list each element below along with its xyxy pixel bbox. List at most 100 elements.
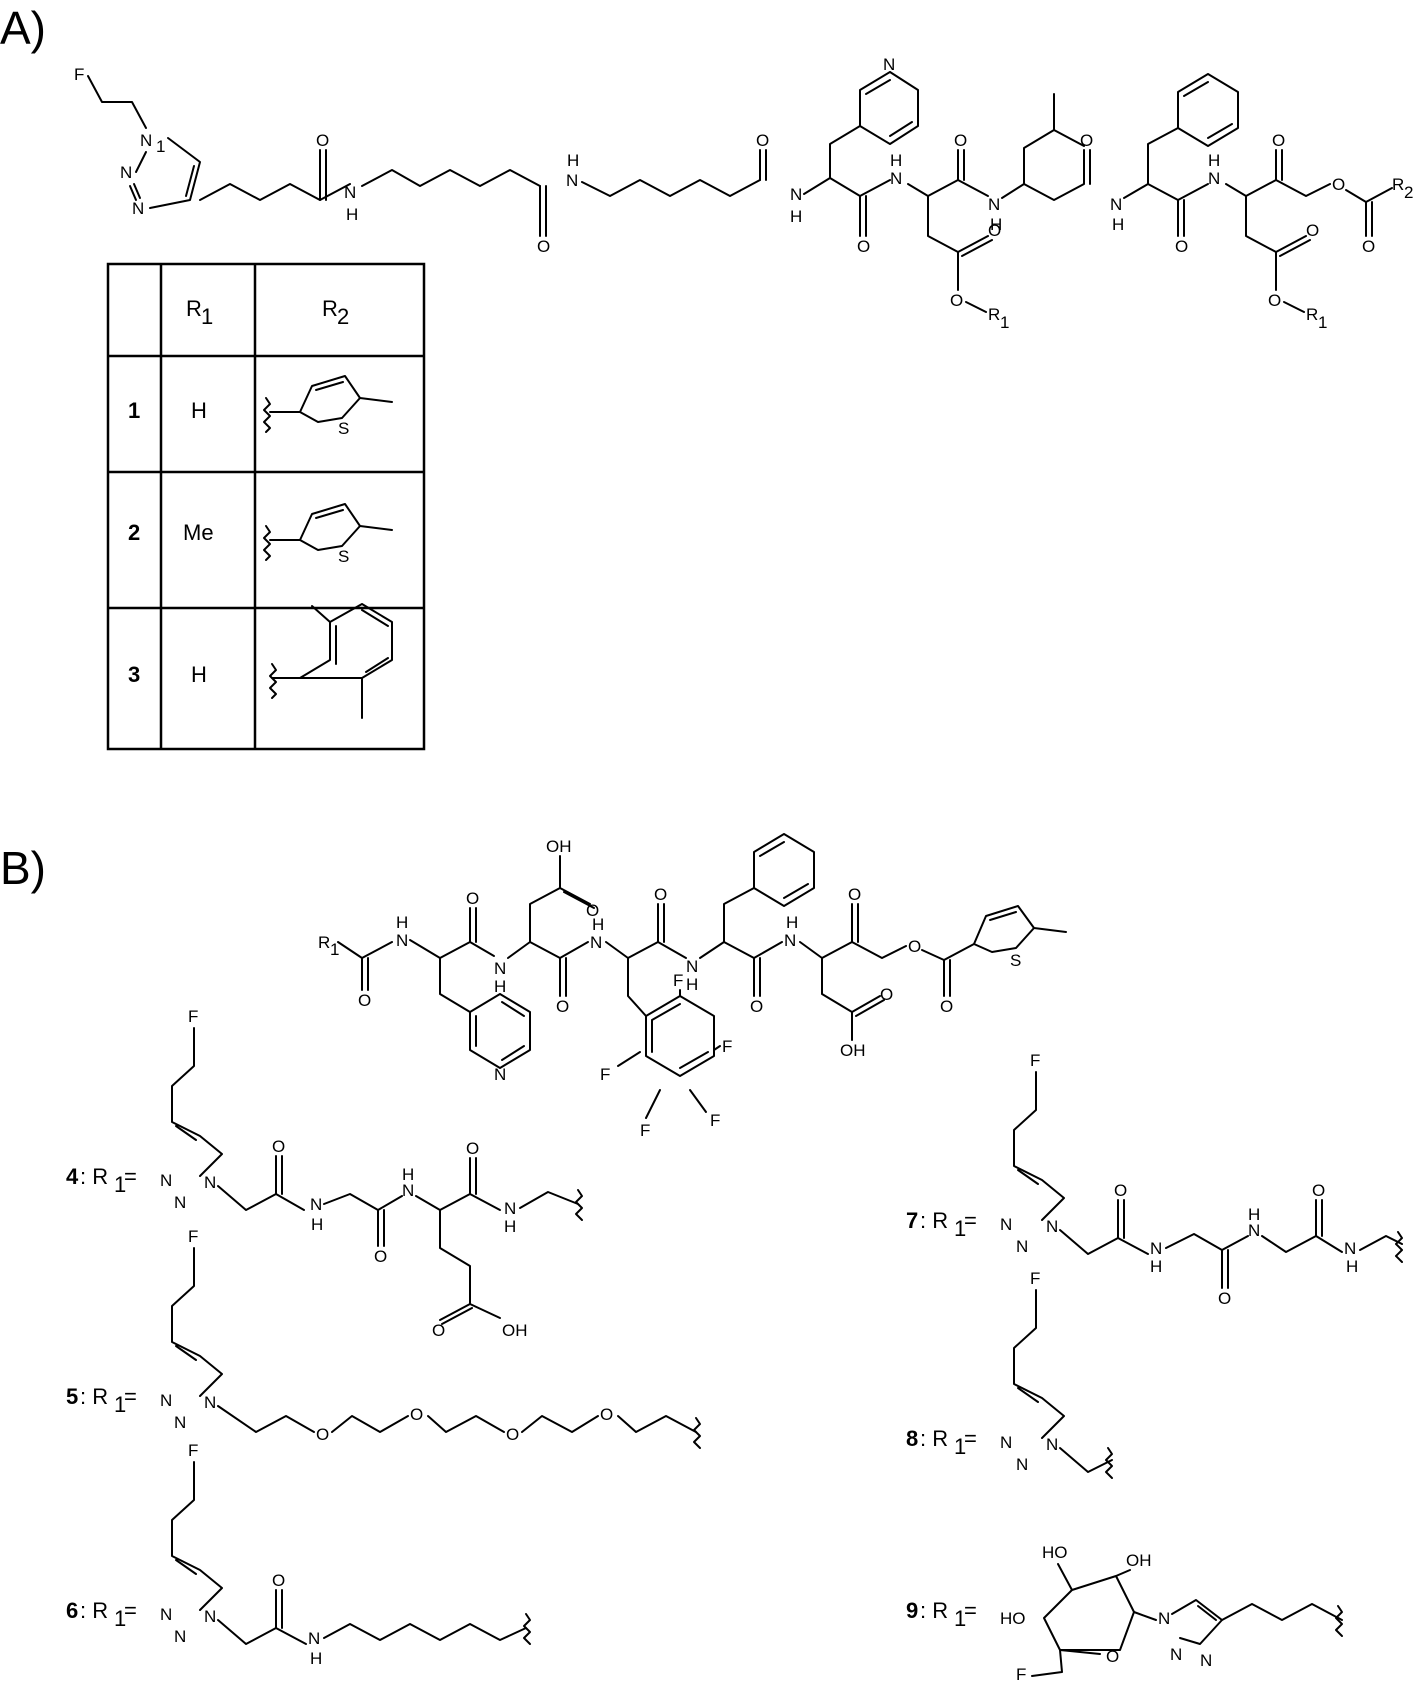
svg-text:OH: OH (1126, 1551, 1152, 1570)
compound-7-substituent: 7 : R 1 = F N N N O N H O N H O N H (906, 1051, 1403, 1308)
svg-text:O: O (466, 1139, 479, 1158)
svg-text:H: H (396, 913, 408, 932)
svg-text:H: H (494, 977, 506, 996)
svg-text:H: H (1112, 215, 1124, 234)
panel-b-label: B) (0, 842, 46, 894)
svg-text:F: F (722, 1037, 732, 1056)
svg-text:O: O (880, 985, 893, 1004)
svg-text:N: N (174, 1627, 186, 1646)
svg-text:S: S (338, 419, 349, 438)
svg-text:N: N (174, 1193, 186, 1212)
svg-text:2: 2 (1404, 183, 1413, 202)
svg-text:O: O (358, 991, 371, 1010)
panel-a-leu-residue: O N H (1001, 93, 1124, 234)
svg-text:F: F (600, 1065, 610, 1084)
compound-7-id: 7 (906, 1208, 918, 1233)
svg-text:N: N (396, 931, 408, 950)
svg-text:O: O (374, 1247, 387, 1266)
svg-text:H: H (311, 1215, 323, 1234)
svg-text:O: O (1306, 221, 1319, 240)
svg-text:N: N (174, 1413, 186, 1432)
atom-o: O (316, 131, 329, 150)
compound-4-id: 4 (66, 1164, 79, 1189)
svg-text:F: F (188, 1227, 198, 1246)
svg-text:O: O (537, 237, 550, 256)
svg-text:N: N (204, 1393, 216, 1412)
panel-a-label: A) (0, 2, 46, 54)
svg-text:1: 1 (114, 1392, 126, 1417)
svg-text:F: F (710, 1111, 720, 1130)
svg-text:H: H (790, 207, 802, 226)
svg-text:1: 1 (954, 1216, 966, 1241)
header-r2: R (322, 296, 338, 321)
svg-text:1: 1 (954, 1434, 966, 1459)
svg-text:N: N (1016, 1455, 1028, 1474)
svg-text:N: N (494, 959, 506, 978)
svg-text:O: O (756, 131, 769, 150)
svg-text:N: N (204, 1173, 216, 1192)
svg-text:1: 1 (1000, 313, 1009, 332)
svg-text:N: N (686, 957, 698, 976)
compound-5-substituent: 5 : R 1 = F N N N O O O O (66, 1227, 701, 1449)
svg-text:N: N (1208, 169, 1220, 188)
svg-text:S: S (338, 547, 349, 566)
svg-text:N: N (160, 1605, 172, 1624)
svg-text:O: O (988, 221, 1001, 240)
svg-text:F: F (1030, 1269, 1040, 1288)
svg-text:1: 1 (114, 1606, 126, 1631)
svg-text:N: N (988, 195, 1000, 214)
svg-text:: R: : R (920, 1426, 948, 1451)
svg-text:O: O (506, 1425, 519, 1444)
svg-text:H: H (890, 151, 902, 170)
svg-text:=: = (964, 1426, 977, 1451)
svg-text:O: O (950, 291, 963, 310)
svg-text:N: N (1046, 1435, 1058, 1454)
atom-n1: N (140, 131, 152, 150)
svg-text:H: H (686, 975, 698, 994)
svg-text:N: N (308, 1629, 320, 1648)
svg-text:O: O (466, 889, 479, 908)
header-r1-sub: 1 (201, 304, 213, 329)
atom-pyridine-n: N (883, 55, 895, 74)
svg-text:=: = (964, 1208, 977, 1233)
svg-text:OH: OH (502, 1321, 528, 1340)
svg-text:O: O (848, 885, 861, 904)
svg-text:N: N (1000, 1215, 1012, 1234)
svg-text:N: N (494, 1065, 506, 1084)
svg-text:F: F (1016, 1665, 1026, 1684)
svg-text:O: O (410, 1405, 423, 1424)
header-r1: R (186, 296, 202, 321)
svg-text:N: N (310, 1195, 322, 1214)
svg-text:O: O (1218, 1289, 1231, 1308)
panel-a-asp-residue-1: O O O R 1 N H (907, 131, 1009, 332)
svg-text:OH: OH (546, 837, 572, 856)
svg-text:N: N (1200, 1651, 1212, 1670)
svg-text:N: N (1248, 1221, 1260, 1240)
panel-a-pyridyl-residue: N O N H (803, 55, 919, 256)
svg-text:O: O (272, 1571, 285, 1590)
atom-n2: N (120, 163, 132, 182)
svg-text:O: O (1362, 237, 1375, 256)
svg-text:N: N (590, 933, 602, 952)
svg-text:N: N (790, 185, 802, 204)
svg-text:=: = (964, 1598, 977, 1623)
compound-6-substituent: 6 : R 1 = F N N N O N H (66, 1441, 531, 1668)
panel-a-triazole-fragment: F N 1 N N O N H (74, 65, 358, 224)
svg-text:: R: : R (80, 1164, 108, 1189)
svg-text:1: 1 (156, 137, 165, 156)
row-1-r1: H (191, 398, 207, 423)
svg-text:HO: HO (1042, 1543, 1068, 1562)
svg-text:H: H (1248, 1205, 1260, 1224)
row-1-id: 1 (128, 398, 140, 423)
svg-text:H: H (1346, 1257, 1358, 1276)
svg-text:: R: : R (920, 1208, 948, 1233)
svg-text:1: 1 (330, 940, 339, 959)
svg-text:H: H (402, 1165, 414, 1184)
svg-text:O: O (940, 997, 953, 1016)
svg-text:F: F (673, 971, 683, 990)
svg-text:R: R (1306, 305, 1318, 324)
svg-text:O: O (1106, 1647, 1119, 1666)
svg-text:N: N (1000, 1433, 1012, 1452)
svg-text:O: O (750, 997, 763, 1016)
